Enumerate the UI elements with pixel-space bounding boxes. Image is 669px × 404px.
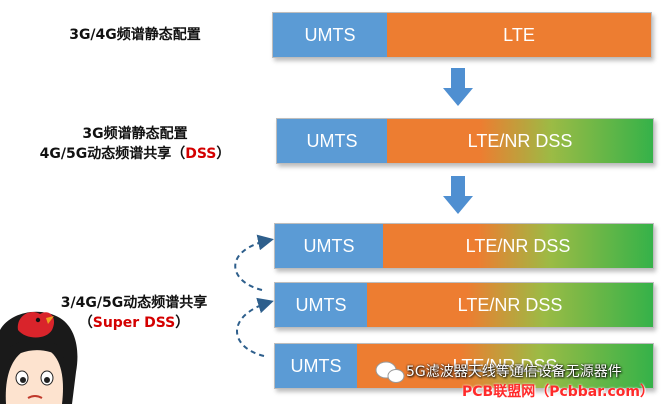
lte-nr-dss-segment: LTE/NR DSS bbox=[357, 344, 653, 388]
umts-segment: UMTS bbox=[277, 119, 387, 163]
lte-nr-dss-segment: LTE/NR DSS bbox=[367, 283, 653, 327]
dss-highlight: DSS bbox=[185, 146, 217, 162]
umts-segment: UMTS bbox=[275, 344, 357, 388]
umts-segment: UMTS bbox=[273, 13, 387, 57]
down-arrow-icon bbox=[443, 176, 473, 214]
lte-nr-dss-segment: LTE/NR DSS bbox=[387, 119, 653, 163]
spectrum-bar-super-2: UMTS LTE/NR DSS bbox=[274, 282, 654, 328]
label-super-line2: （Super DSS） bbox=[78, 315, 190, 331]
down-arrow-icon bbox=[443, 68, 473, 106]
umts-segment: UMTS bbox=[275, 224, 383, 268]
label-dss-line2: 4G/5G动态频谱共享（DSS） bbox=[39, 146, 231, 162]
label-super-dss: 3/4G/5G动态频谱共享 （Super DSS） bbox=[0, 293, 268, 333]
super-dss-highlight: Super DSS bbox=[92, 315, 176, 331]
spectrum-bar-super-3: UMTS LTE/NR DSS bbox=[274, 343, 654, 389]
label-static-config: 3G/4G频谱静态配置 bbox=[69, 27, 201, 43]
dashed-curve-arrow-top bbox=[234, 234, 274, 291]
label-super-line1: 3/4G/5G动态频谱共享 bbox=[60, 295, 208, 311]
spectrum-bar-super-1: UMTS LTE/NR DSS bbox=[274, 223, 654, 269]
dashed-curve-arrow-bottom bbox=[236, 297, 274, 357]
label-dss: 3G频谱静态配置 4G/5G动态频谱共享（DSS） bbox=[0, 124, 270, 164]
label-dss-line1: 3G频谱静态配置 bbox=[82, 126, 188, 142]
spectrum-bar-static: UMTS LTE bbox=[272, 12, 652, 58]
lte-nr-dss-segment: LTE/NR DSS bbox=[383, 224, 653, 268]
spectrum-bar-dss: UMTS LTE/NR DSS bbox=[276, 118, 654, 164]
lte-segment: LTE bbox=[387, 13, 651, 57]
watermark-channel: 5G滤波器天线等通信设备无源器件 bbox=[406, 364, 622, 380]
wechat-logo-icon bbox=[375, 361, 405, 383]
cartoon-character-icon bbox=[0, 311, 78, 404]
watermark-site: PCB联盟网（Pcbbar.com） bbox=[462, 384, 654, 400]
umts-segment: UMTS bbox=[275, 283, 367, 327]
